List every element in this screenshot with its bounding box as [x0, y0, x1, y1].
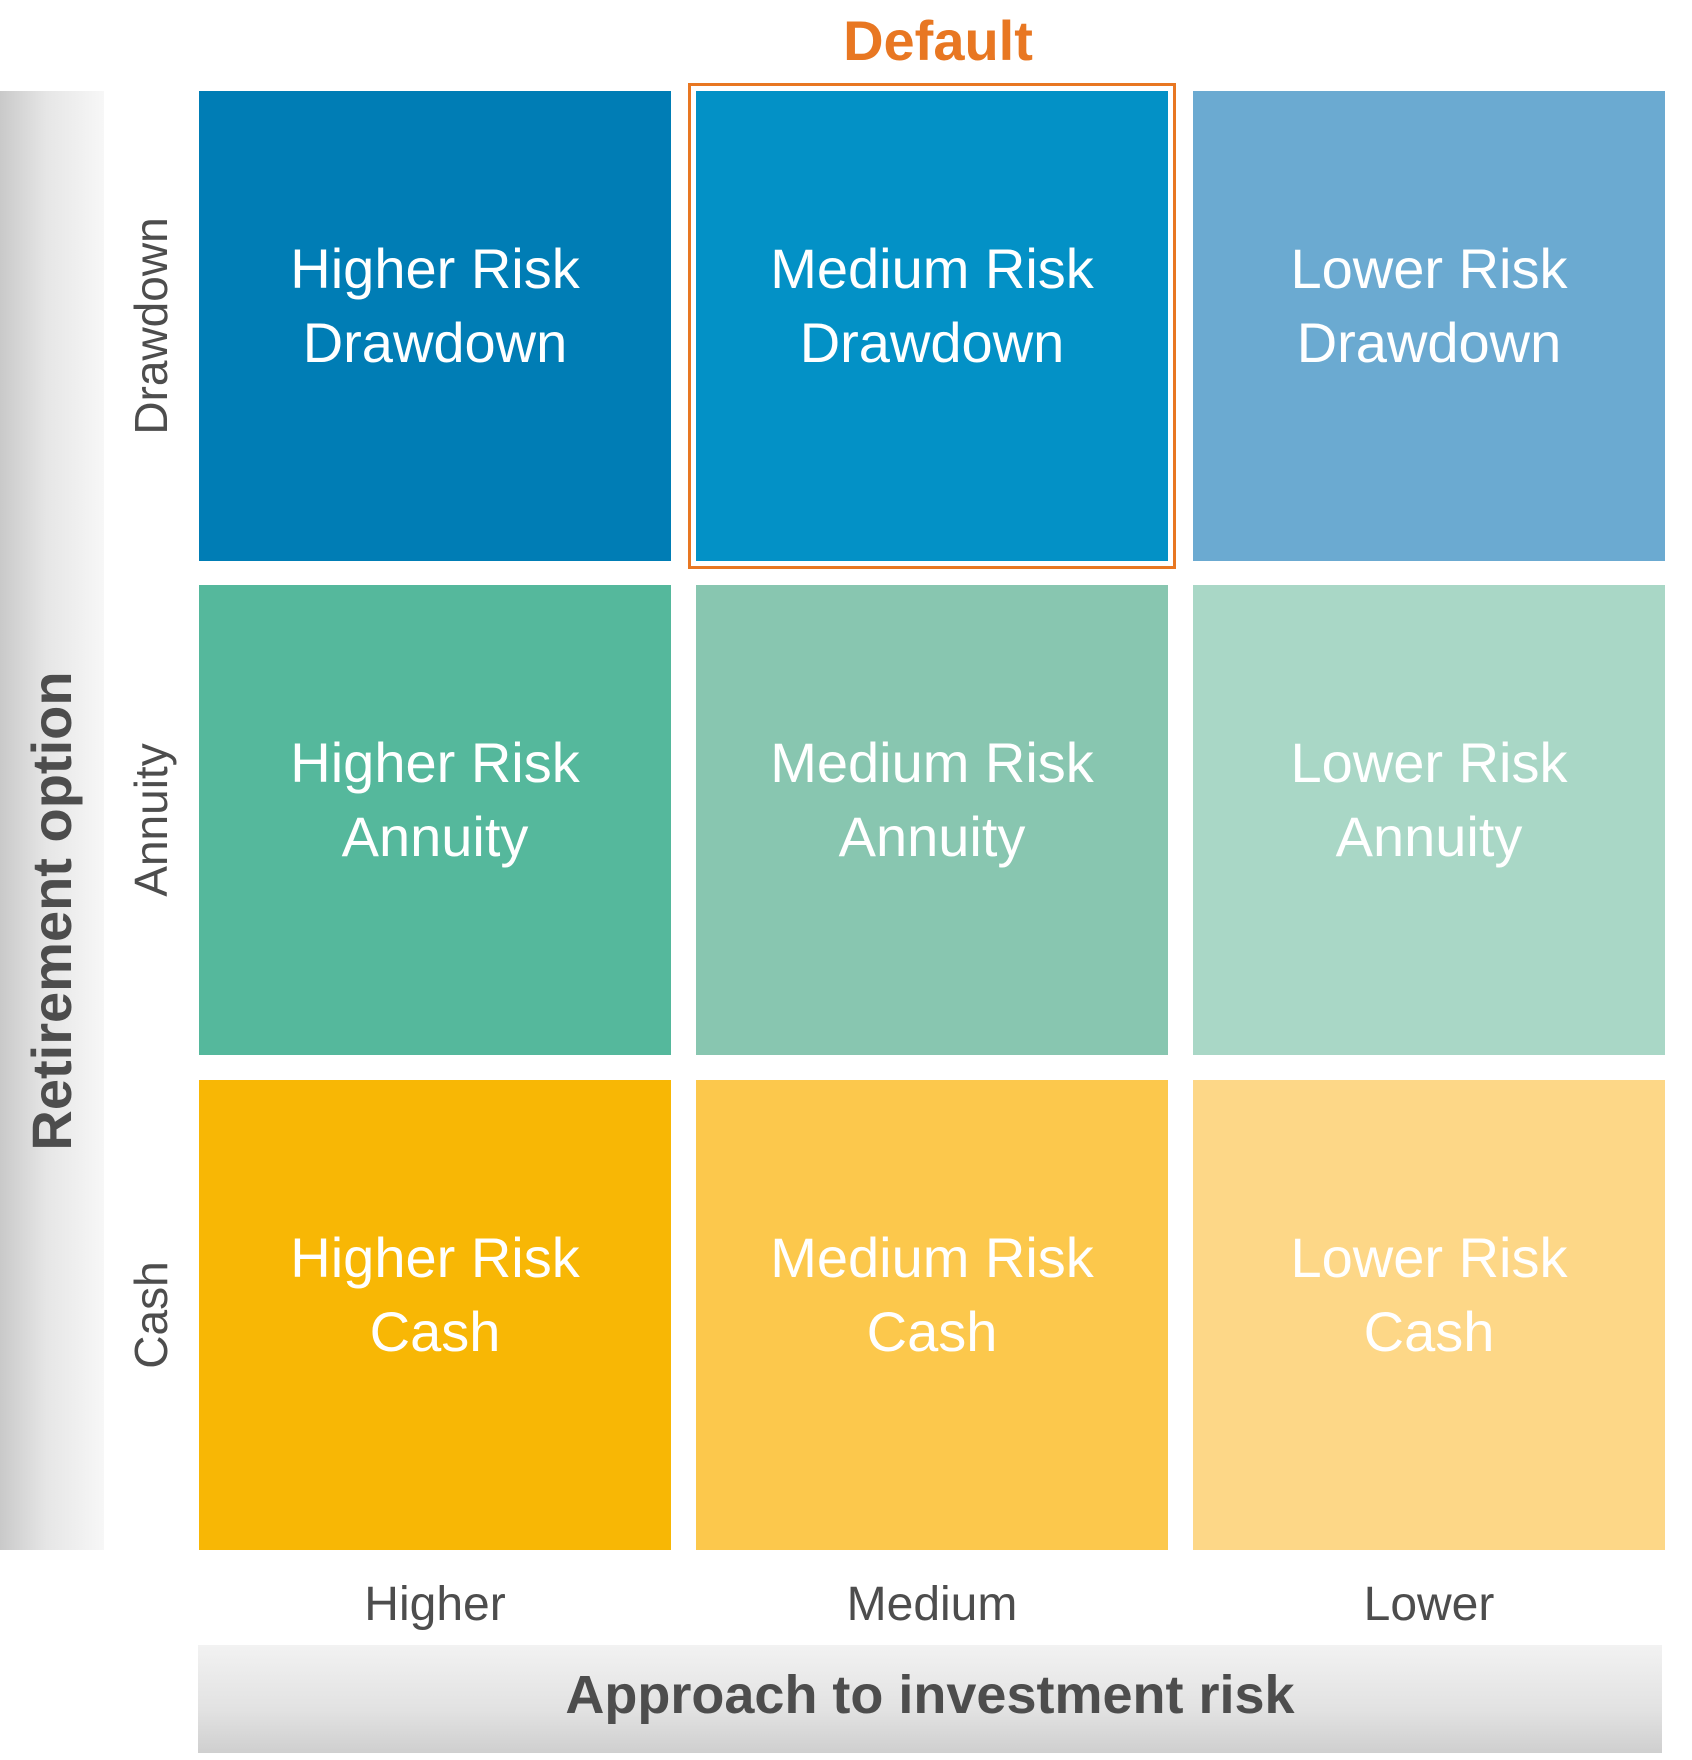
cell-line2: Annuity: [1335, 805, 1523, 868]
column-label-higher: Higher: [199, 1565, 671, 1645]
cell-higher-risk-drawdown: Higher Risk Drawdown: [199, 91, 671, 561]
column-label-lower: Lower: [1193, 1565, 1665, 1645]
cell-lower-risk-cash: Lower Risk Cash: [1193, 1080, 1665, 1550]
cell-line1: Lower Risk: [1290, 1226, 1568, 1289]
cell-line2: Drawdown: [1296, 311, 1562, 374]
cell-line1: Lower Risk: [1290, 237, 1568, 300]
row-label-panel-drawdown: [104, 91, 200, 561]
row-label-panel-annuity: [104, 585, 200, 1055]
cell-higher-risk-cash: Higher Risk Cash: [199, 1080, 671, 1550]
cell-medium-risk-drawdown: Medium Risk Drawdown: [696, 91, 1168, 561]
cell-higher-risk-annuity: Higher Risk Annuity: [199, 585, 671, 1055]
cell-line1: Higher Risk: [290, 237, 580, 300]
cell-lower-risk-drawdown: Lower Risk Drawdown: [1193, 91, 1665, 561]
row-label-annuity: Annuity: [125, 743, 177, 897]
row-label-cash: Cash: [125, 1261, 177, 1369]
default-highlight-frame: [688, 83, 1176, 569]
investment-risk-axis-bar: Approach to investment risk: [198, 1645, 1662, 1753]
column-label-medium: Medium: [696, 1565, 1168, 1645]
cell-line2: Drawdown: [302, 311, 568, 374]
cell-line2: Cash: [369, 1300, 501, 1363]
cell-line1: Medium Risk: [770, 237, 1094, 300]
cell-lower-risk-annuity: Lower Risk Annuity: [1193, 585, 1665, 1055]
row-label-panel-cash: [104, 1080, 200, 1550]
retirement-option-axis-bar: Retirement option: [0, 91, 104, 1550]
cell-medium-risk-cash: Medium Risk Cash: [696, 1080, 1168, 1550]
cell-medium-risk-annuity: Medium Risk Annuity: [696, 585, 1168, 1055]
cell-line1: Medium Risk: [770, 731, 1094, 794]
row-label-drawdown: Drawdown: [125, 217, 177, 435]
cell-line2: Cash: [1363, 1300, 1495, 1363]
cell-line2: Drawdown: [799, 311, 1065, 374]
cell-line1: Lower Risk: [1290, 731, 1568, 794]
cell-line1: Higher Risk: [290, 1226, 580, 1289]
default-label: Default: [843, 9, 1033, 72]
cell-line2: Cash: [866, 1300, 998, 1363]
cell-line2: Annuity: [838, 805, 1026, 868]
retirement-option-axis-title: Retirement option: [20, 671, 83, 1151]
investment-risk-axis-title: Approach to investment risk: [565, 1665, 1295, 1725]
cell-line1: Higher Risk: [290, 731, 580, 794]
cell-line1: Medium Risk: [770, 1226, 1094, 1289]
cell-line2: Annuity: [341, 805, 529, 868]
